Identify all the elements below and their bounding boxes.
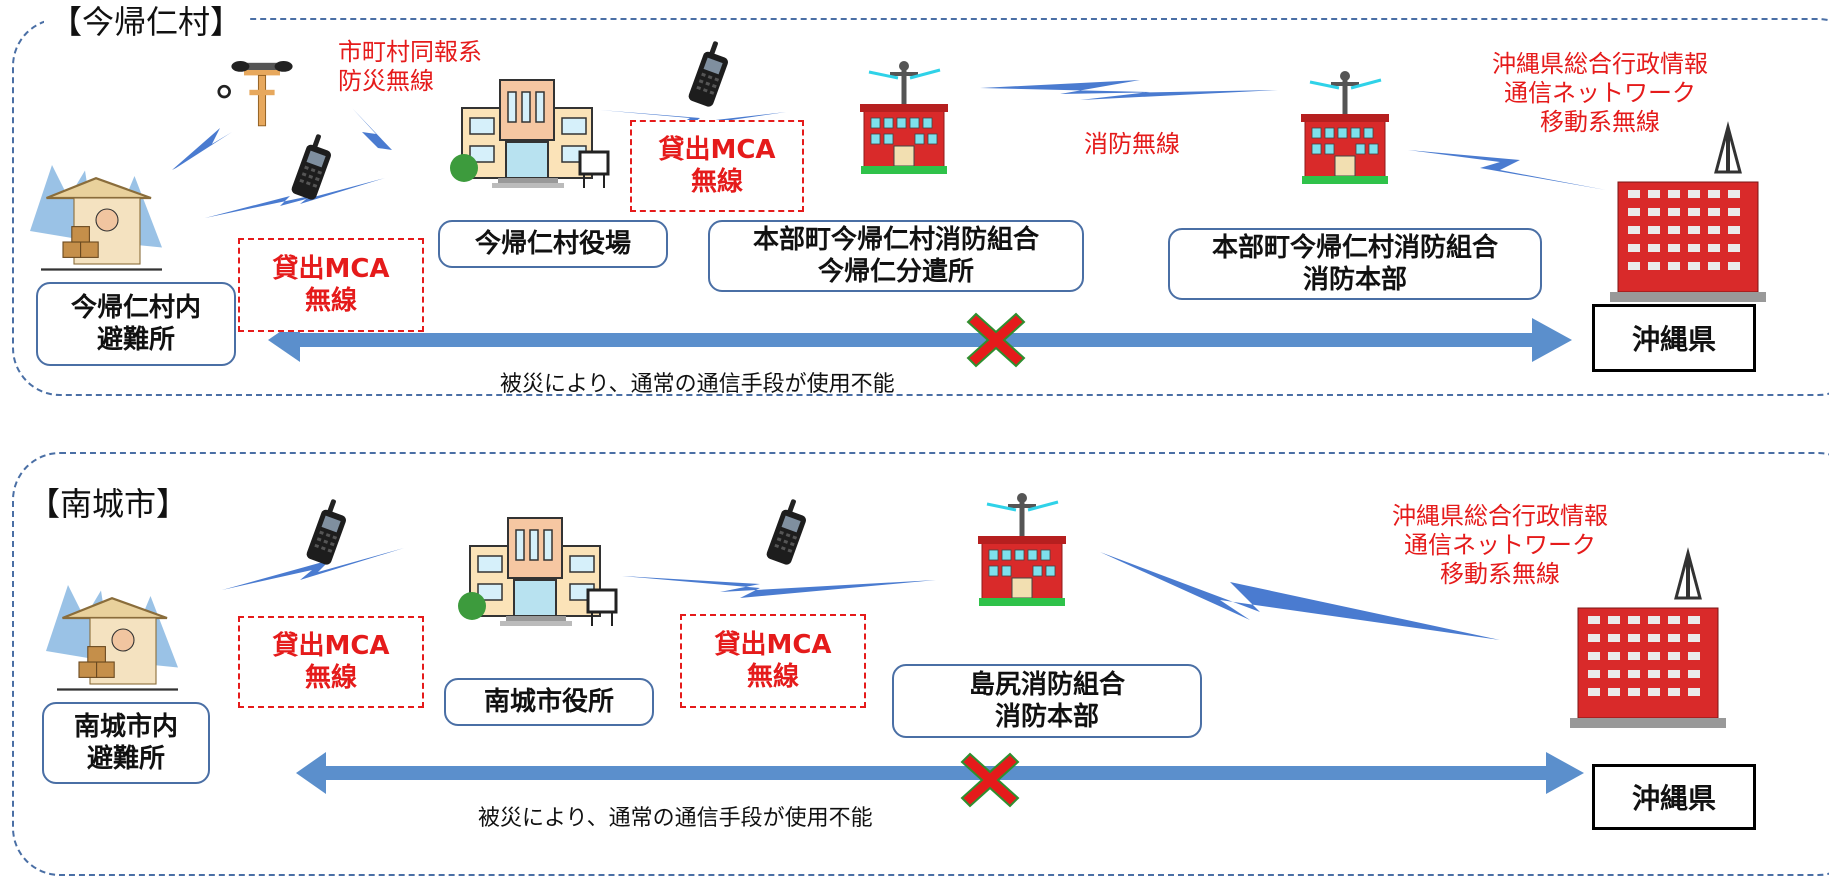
top-mca-box-2: 貸出MCA 無線: [630, 120, 804, 212]
bottom-disruption-caption: 被災により、通常の通信手段が使用不能: [478, 806, 873, 831]
double-arrow: [268, 318, 1572, 362]
top-branch-label: 本部町今帰仁村消防組合 今帰仁分遣所: [708, 220, 1084, 292]
top-panel-graphics: [28, 39, 1768, 367]
broadcast-radio-label: 市町村同報系 防災無線: [338, 38, 482, 95]
top-mca-box-1: 貸出MCA 無線: [238, 238, 424, 332]
top-fire-hq-label: 本部町今帰仁村消防組合 消防本部: [1168, 228, 1542, 300]
lightning-bolt-icon: [222, 548, 1500, 640]
top-disruption-caption: 被災により、通常の通信手段が使用不能: [500, 372, 895, 397]
radio-handset-icon: [305, 497, 352, 567]
top-office-label: 今帰仁村役場: [438, 220, 668, 268]
bottom-panel-graphics: [44, 0, 1728, 807]
shelter-icon: [44, 583, 180, 691]
radio-handset-icon: [765, 497, 812, 567]
top-panel-title: 【今帰仁村】: [44, 2, 249, 42]
double-arrow: [296, 752, 1584, 794]
fire-station-icon: [978, 493, 1066, 606]
top-network-label: 沖縄県総合行政情報 通信ネットワーク 移動系無線: [1492, 50, 1708, 136]
bottom-office-label: 南城市役所: [444, 678, 654, 726]
bottom-mca-box-1: 貸出MCA 無線: [238, 616, 424, 708]
bottom-fire-hq-label: 島尻消防組合 消防本部: [892, 664, 1202, 738]
bottom-prefecture-label: 沖縄県: [1592, 764, 1756, 830]
bottom-mca-box-2: 貸出MCA 無線: [680, 614, 866, 708]
bottom-shelter-label: 南城市内 避難所: [42, 702, 210, 784]
top-prefecture-label: 沖縄県: [1592, 304, 1756, 372]
fire-radio-label: 消防無線: [1084, 130, 1180, 158]
bottom-panel-title: 【南城市】: [22, 484, 195, 524]
lightning-bolt-icon: [172, 80, 1606, 218]
top-panel: [12, 18, 1829, 396]
bottom-network-label: 沖縄県総合行政情報 通信ネットワーク 移動系無線: [1392, 502, 1608, 588]
city-hall-icon: [456, 516, 618, 628]
top-shelter-label: 今帰仁村内 避難所: [36, 282, 236, 366]
